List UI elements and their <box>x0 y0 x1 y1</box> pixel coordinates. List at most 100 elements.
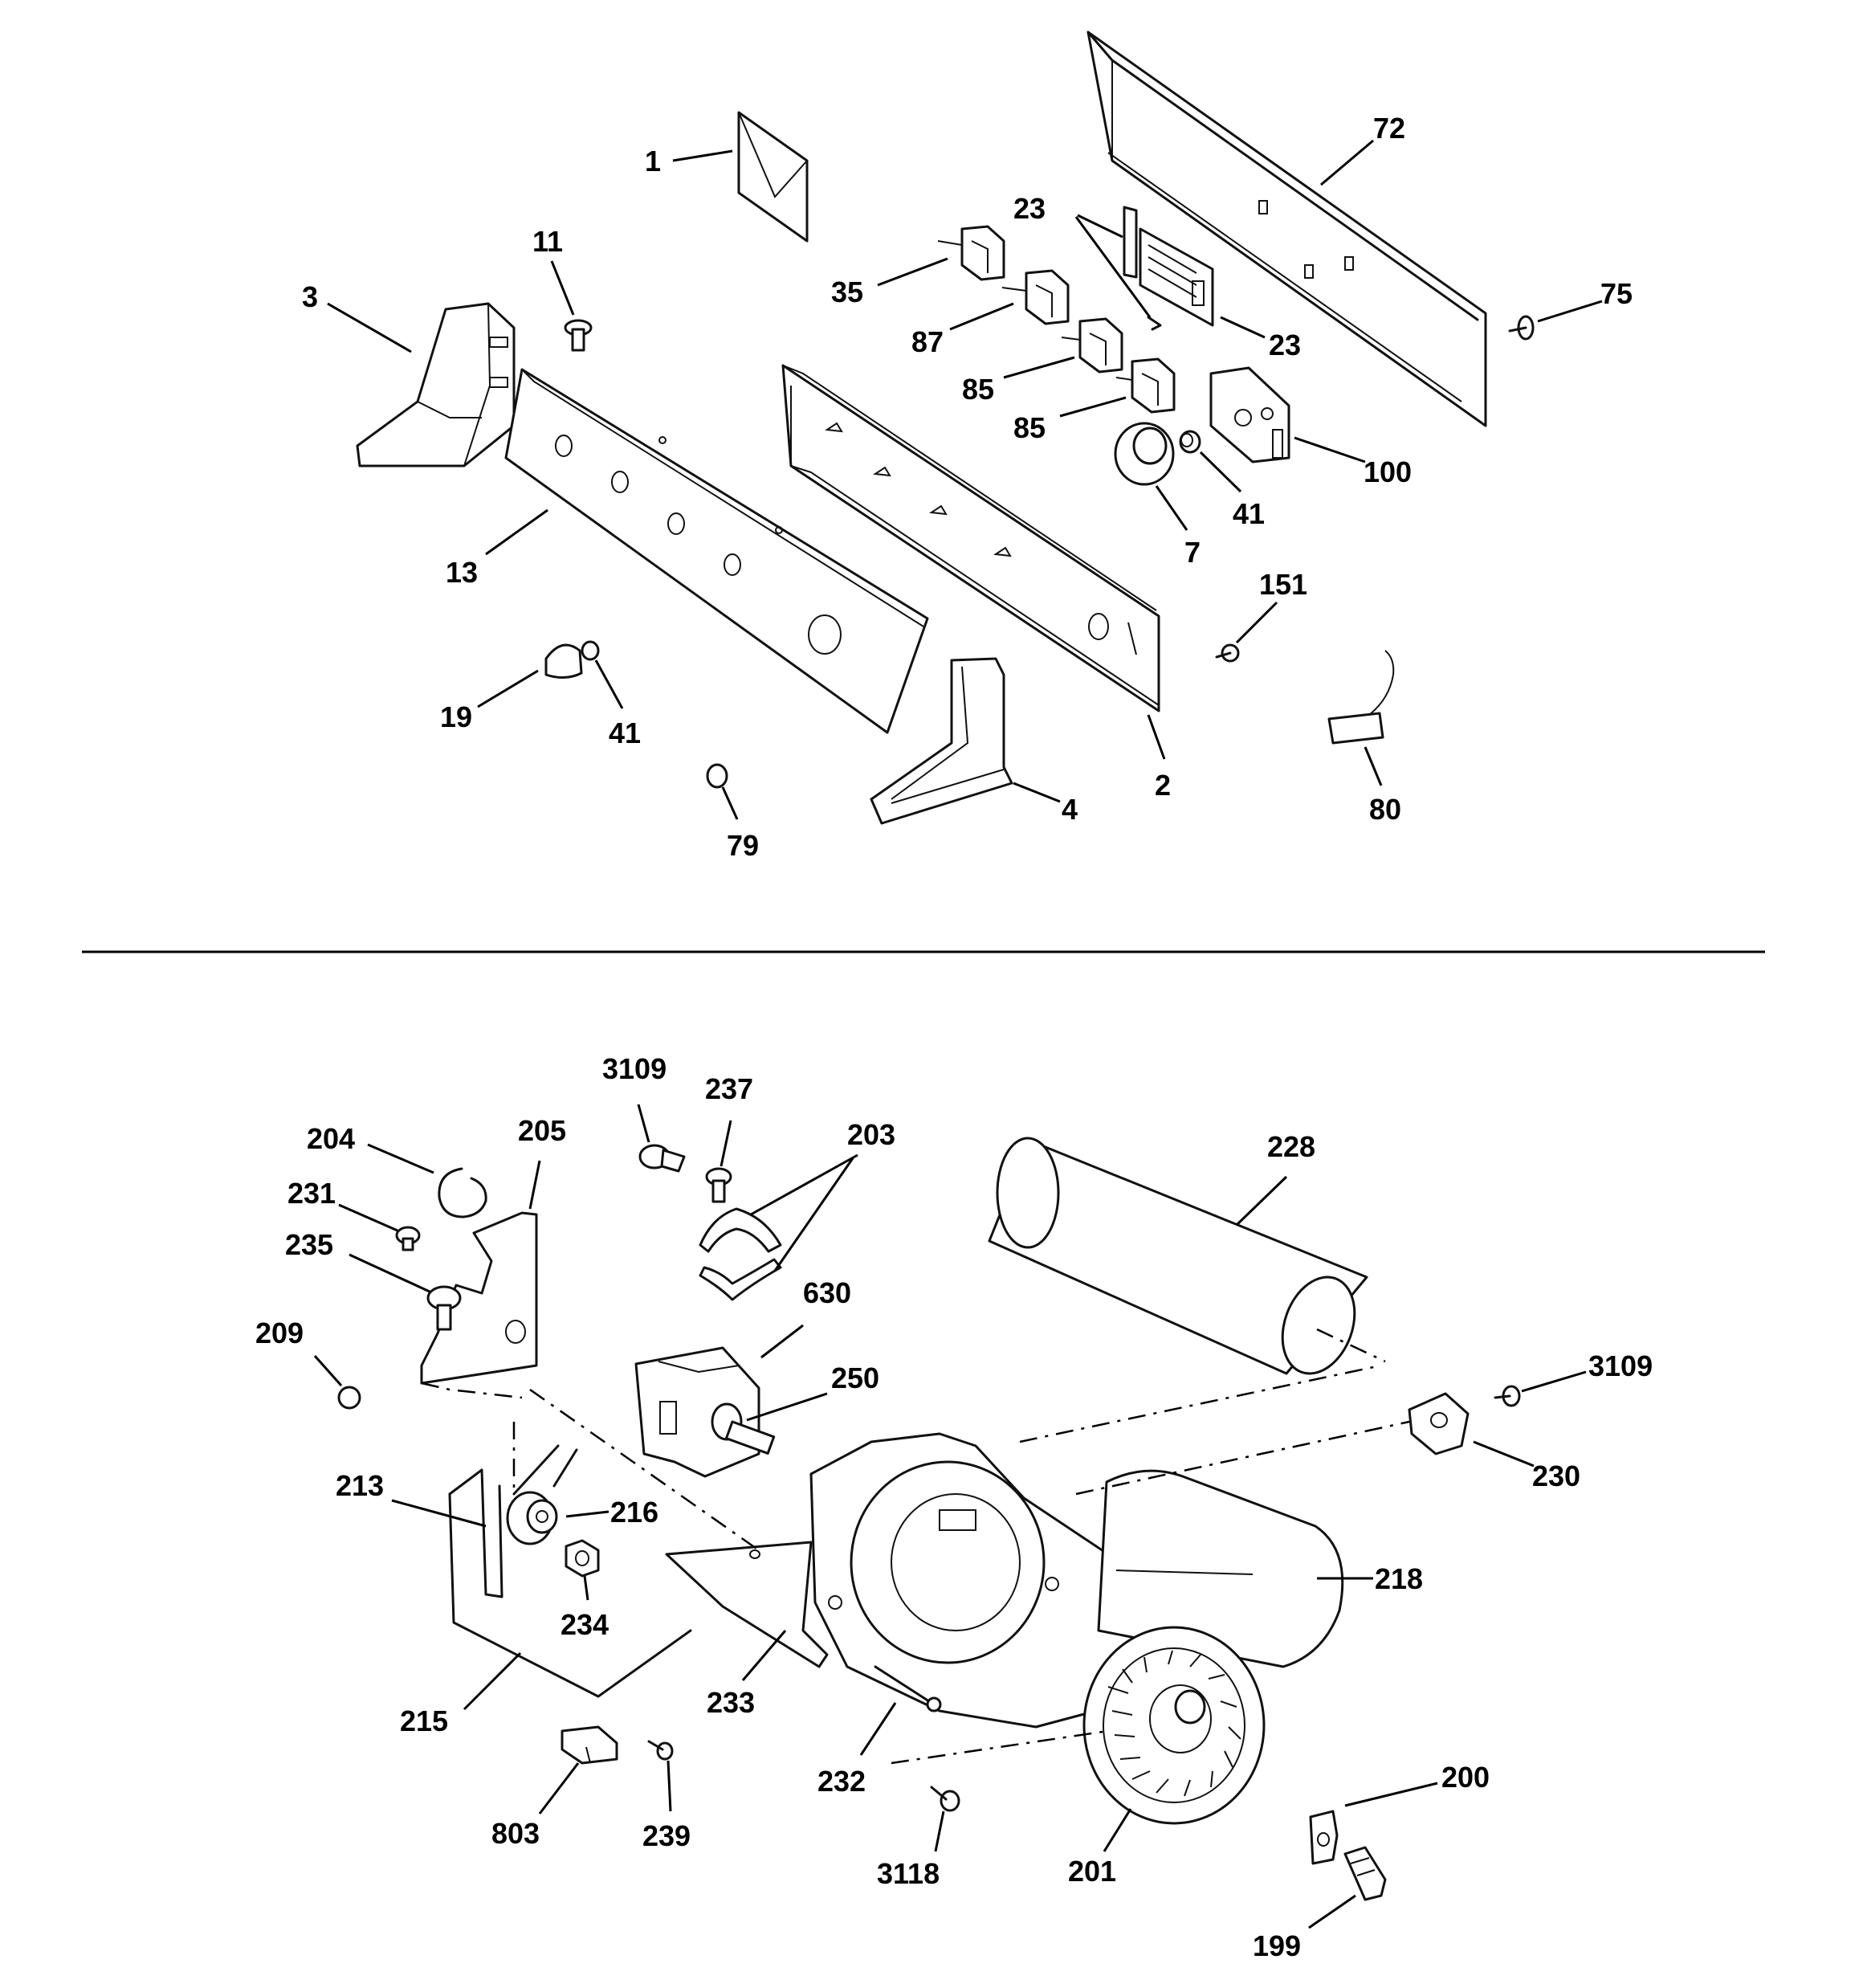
part-630-motor <box>634 1346 760 1478</box>
leader-200 <box>1344 1782 1438 1807</box>
callout-85b: 85 <box>1013 411 1046 444</box>
leader-204 <box>367 1143 434 1174</box>
callout-23a: 23 <box>1013 192 1046 225</box>
callout-41b: 41 <box>609 716 641 749</box>
part-233-base-plate <box>665 1541 829 1668</box>
leader-41a <box>1199 451 1242 493</box>
part-7-knob <box>1114 422 1175 486</box>
callout-209: 209 <box>255 1316 304 1349</box>
leader-3 <box>327 302 412 353</box>
callout-250: 250 <box>831 1361 879 1394</box>
leader-209 <box>313 1355 343 1386</box>
leader-205 <box>528 1160 541 1210</box>
part-218-outlet-duct <box>1097 1469 1344 1668</box>
alignment-line-5 <box>1316 1328 1386 1363</box>
leader-151 <box>1235 601 1278 644</box>
part-100-timer <box>1209 366 1290 463</box>
leader-41b <box>594 659 624 709</box>
leader-4 <box>1013 782 1061 803</box>
callout-200: 200 <box>1441 1761 1490 1794</box>
leader-201 <box>1103 1808 1132 1852</box>
callout-85a: 85 <box>962 373 994 406</box>
leader-85b <box>1059 396 1127 418</box>
part-79-plug <box>706 763 728 789</box>
part-199-bolt <box>1343 1846 1387 1901</box>
callout-4: 4 <box>1062 793 1078 826</box>
leader-237 <box>720 1120 732 1167</box>
leader-23a <box>1077 214 1123 239</box>
part-803-switch <box>561 1725 618 1765</box>
callout-1: 1 <box>645 145 661 178</box>
part-203b-mount <box>699 1258 782 1301</box>
callout-630: 630 <box>803 1276 851 1309</box>
leader-213 <box>391 1499 487 1528</box>
leader-235 <box>349 1253 430 1293</box>
part-205-motor-bracket <box>420 1211 538 1385</box>
part-3109a-lamp <box>638 1144 686 1173</box>
leader-230 <box>1473 1440 1535 1468</box>
part-72-rear-panel <box>1086 31 1487 427</box>
part-231-screw <box>395 1226 421 1251</box>
callout-23b: 23 <box>1269 329 1301 361</box>
callout-235: 235 <box>285 1228 333 1261</box>
leader-228 <box>1235 1175 1288 1227</box>
callout-87: 87 <box>911 325 944 358</box>
alignment-line-1 <box>421 1382 523 1399</box>
leader-231 <box>338 1203 398 1232</box>
callout-11: 11 <box>532 225 563 258</box>
leader-216 <box>565 1510 609 1518</box>
leader-803 <box>538 1762 580 1815</box>
part-11-screw <box>564 319 593 352</box>
callout-79: 79 <box>727 829 759 862</box>
part-41a-insert <box>1179 430 1201 454</box>
part-213-idler-arm <box>448 1468 503 1598</box>
part-3109b-lamp <box>1494 1385 1521 1407</box>
part-19-knob <box>544 643 583 679</box>
callout-2: 2 <box>1155 769 1171 802</box>
part-200-clip <box>1309 1810 1339 1865</box>
alignment-line-3 <box>1019 1364 1382 1443</box>
leader-3109a <box>637 1104 650 1143</box>
part-232-rod <box>874 1665 942 1712</box>
leader-215 <box>463 1651 522 1711</box>
leader-35 <box>877 257 948 287</box>
leader-234 <box>583 1575 589 1601</box>
callout-7: 7 <box>1184 536 1201 569</box>
leader-1 <box>672 149 733 162</box>
leader-250 <box>746 1392 828 1422</box>
callout-3118: 3118 <box>877 1857 940 1890</box>
part-85a-switch <box>1061 317 1123 374</box>
callout-231: 231 <box>287 1177 336 1210</box>
leader-239 <box>667 1760 672 1812</box>
leader-13 <box>485 508 548 556</box>
leader-79 <box>721 786 739 820</box>
leader-72 <box>1320 139 1374 186</box>
leader-199 <box>1308 1894 1356 1929</box>
leader-232 <box>859 1702 897 1756</box>
part-4-end-cap <box>870 657 1013 825</box>
part-3-end-cap <box>356 302 516 467</box>
part-204-clip <box>438 1167 487 1219</box>
callout-3: 3 <box>302 280 318 313</box>
alignment-line-4 <box>1075 1420 1410 1496</box>
callout-218: 218 <box>1375 1562 1423 1595</box>
part-201-blower-wheel <box>1082 1626 1266 1825</box>
callout-213: 213 <box>336 1469 384 1502</box>
callout-35: 35 <box>831 276 863 308</box>
callout-228: 228 <box>1267 1130 1315 1163</box>
leader-87 <box>949 302 1014 331</box>
callout-204: 204 <box>307 1122 355 1155</box>
callout-205: 205 <box>518 1114 566 1147</box>
part-237-screw <box>705 1167 732 1203</box>
callout-151: 151 <box>1259 568 1307 601</box>
part-250-shaft <box>711 1402 776 1455</box>
callout-233: 233 <box>707 1686 755 1719</box>
part-218-blower-housing <box>809 1432 1150 1729</box>
part-87-switch <box>1001 269 1070 325</box>
part-215-spring <box>448 1492 692 1698</box>
leader-203b <box>773 1157 854 1272</box>
callout-803: 803 <box>491 1817 540 1850</box>
callout-230: 230 <box>1532 1459 1580 1492</box>
part-216-pulley <box>506 1444 578 1545</box>
callout-237: 237 <box>705 1072 753 1105</box>
